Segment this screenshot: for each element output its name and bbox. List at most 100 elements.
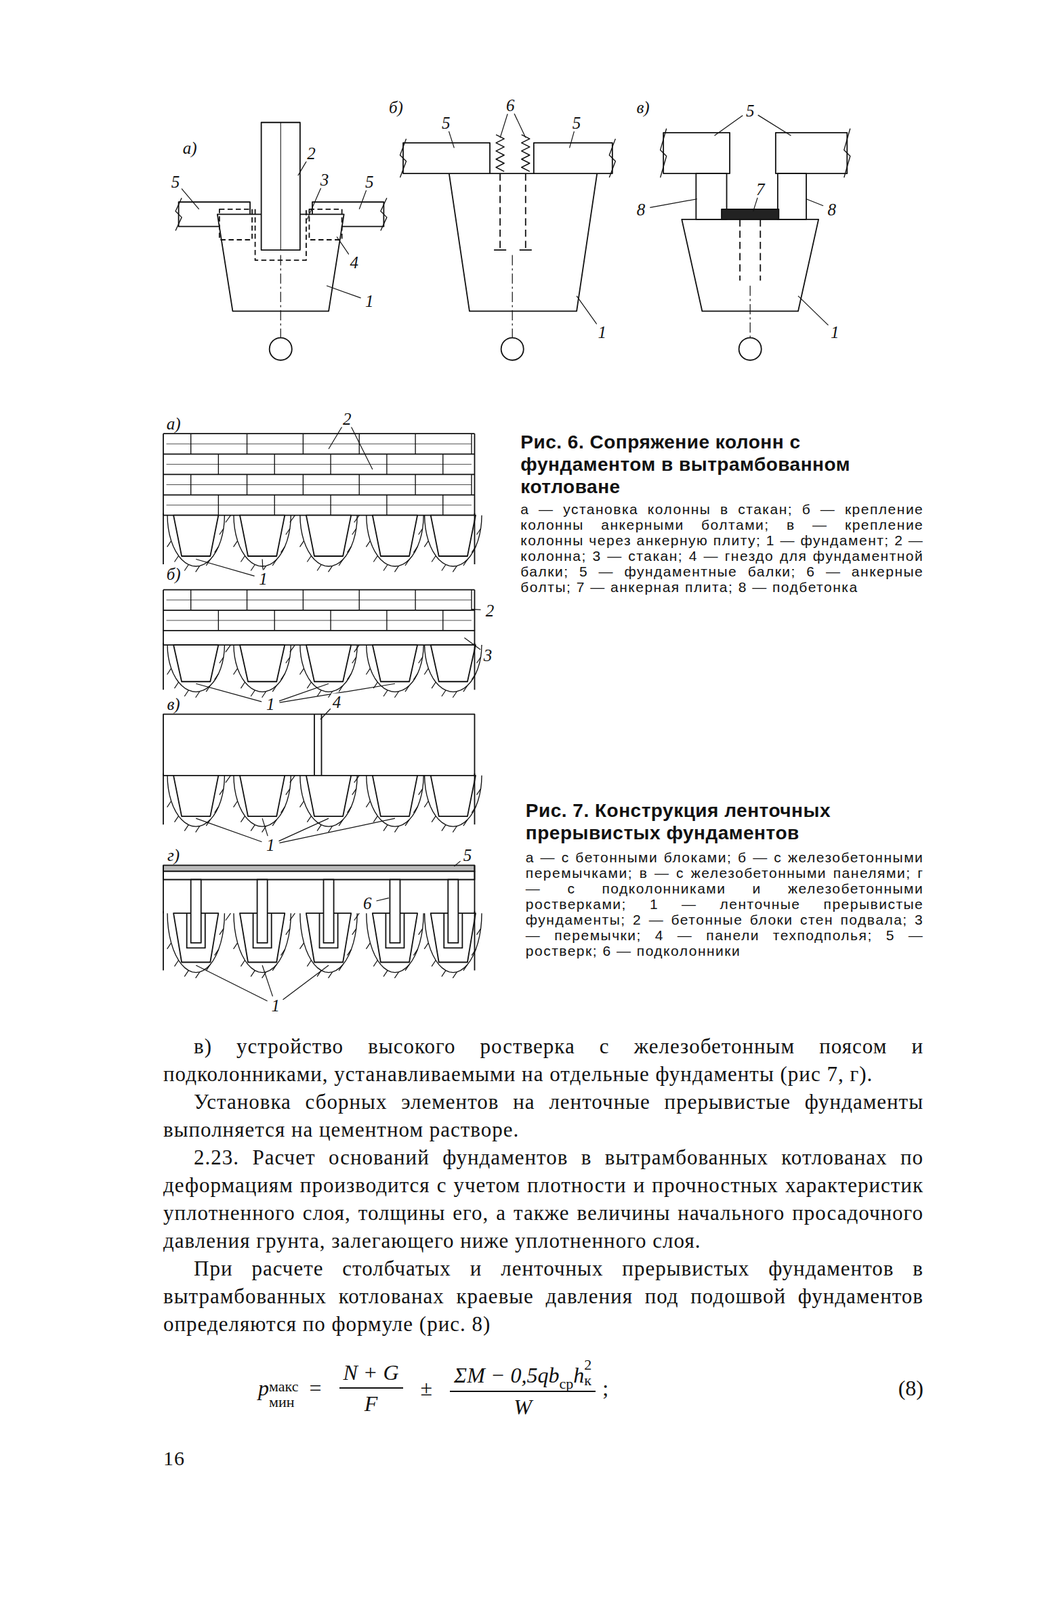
frame-edge: [474, 911, 476, 971]
strip-foundation: [173, 775, 219, 817]
leader-line: [262, 818, 268, 837]
leader-line: [328, 426, 343, 450]
soil-hatch: [174, 960, 179, 967]
soil-hatch: [219, 657, 224, 664]
anchor-bolt: [739, 219, 741, 281]
soil-hatch: [167, 943, 172, 950]
leader-line: [359, 190, 366, 210]
leader-line: [500, 113, 508, 138]
soil-hatch: [394, 691, 399, 698]
compacted-zone: [366, 515, 424, 567]
soil-hatch: [346, 546, 351, 553]
soil-hatch: [441, 690, 446, 697]
beam-socket: [219, 209, 253, 240]
strip-foundation: [372, 775, 418, 817]
formula-term: F: [364, 1391, 379, 1417]
soil-hatch: [214, 673, 219, 680]
soil-hatch: [281, 673, 286, 680]
soil-hatch: [219, 528, 224, 535]
column: [261, 122, 301, 251]
soil-hatch: [317, 690, 322, 697]
soil-hatch: [413, 546, 418, 553]
callout-number: 1: [257, 570, 269, 588]
soil-hatch: [365, 668, 370, 675]
soil-hatch: [346, 673, 351, 680]
compacted-zone: [424, 775, 482, 827]
panel: [163, 714, 475, 776]
column-axis: [280, 122, 282, 251]
break-mark: [609, 138, 616, 178]
axis-mark: [269, 338, 293, 361]
callout-number: а): [165, 415, 183, 433]
callout-number: 4: [348, 254, 360, 272]
callout-number: 1: [829, 323, 841, 341]
soil-hatch: [476, 788, 482, 795]
soil-hatch: [240, 816, 245, 823]
leader-line: [758, 115, 792, 136]
anchor-bolt: [525, 173, 527, 251]
soil-hatch: [317, 825, 322, 832]
callout-number: 2: [305, 144, 318, 162]
formula-denominator: F: [339, 1387, 404, 1417]
soil-hatch: [285, 788, 290, 795]
strip-foundation: [306, 515, 351, 557]
soil-hatch: [240, 555, 245, 562]
compacted-zone: [424, 645, 482, 692]
leader-line: [714, 115, 743, 137]
body-text: Установка сборных элементов на ленточные…: [163, 1088, 924, 1144]
lintel: [163, 630, 475, 646]
frame-edge: [162, 911, 164, 971]
strip-foundation: [239, 515, 285, 557]
soil-hatch: [383, 825, 388, 832]
axis-mark: [739, 338, 762, 361]
callout-number: в): [165, 695, 182, 713]
soil-hatch: [214, 546, 219, 553]
soil-hatch: [225, 775, 232, 784]
foundation: [681, 219, 819, 312]
formula-term: макс: [268, 1378, 299, 1395]
soil-hatch: [281, 806, 286, 814]
compacted-zone: [300, 645, 358, 692]
strip-foundation: [430, 645, 476, 682]
leader-line: [306, 188, 321, 220]
formula-term: ;: [602, 1376, 609, 1402]
soil-hatch: [441, 564, 446, 571]
compacted-zone: [300, 515, 358, 567]
soil-hatch: [352, 928, 357, 935]
body-text: в) устройство высокого ростверка с желез…: [163, 1032, 924, 1089]
block-line: [166, 504, 472, 506]
soil-hatch: [184, 825, 189, 832]
compacted-zone: [300, 775, 358, 827]
leader-line: [376, 898, 389, 902]
soil-hatch: [405, 685, 410, 692]
soil-hatch: [413, 673, 418, 680]
callout-number: 2: [484, 601, 496, 619]
soil-hatch: [285, 657, 290, 664]
anchor-bolt: [759, 219, 761, 281]
soil-hatch: [167, 540, 172, 547]
block-course: [163, 494, 475, 496]
leader-line: [576, 296, 597, 325]
block-course: [163, 589, 475, 591]
frame-edge: [474, 773, 476, 825]
block-line: [166, 484, 472, 486]
soil-hatch: [214, 949, 219, 956]
callout-number: 1: [264, 836, 277, 854]
soil-hatch: [431, 682, 436, 689]
leader-line: [798, 296, 829, 326]
callout-number: 1: [264, 695, 277, 713]
leader-line: [569, 131, 575, 149]
callout-number: 8: [635, 200, 648, 218]
body-text: При расчете столбчатых и ленточных преры…: [163, 1254, 924, 1339]
frame-edge: [162, 590, 164, 631]
formula-index: максмин: [268, 1378, 299, 1410]
soil-hatch: [233, 943, 238, 950]
leader-line: [350, 426, 373, 470]
soil-hatch: [306, 816, 311, 823]
soil-hatch: [240, 960, 245, 967]
soil-hatch: [476, 528, 482, 535]
block-line: [166, 464, 472, 465]
beam-socket: [308, 209, 342, 240]
soil-hatch: [233, 801, 238, 808]
compacted-zone: [167, 645, 225, 692]
